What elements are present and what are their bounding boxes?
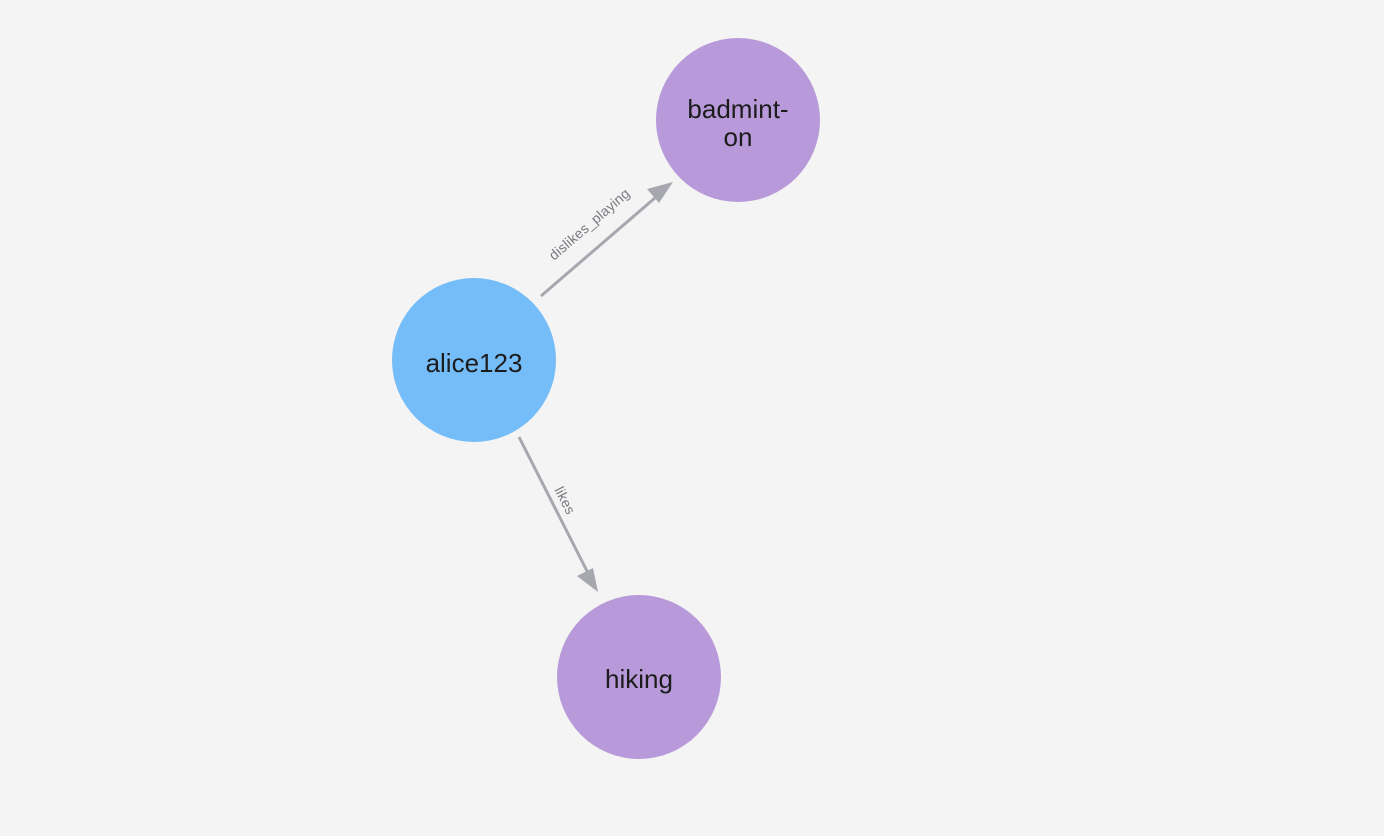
arrowhead-dislikes-playing bbox=[647, 182, 673, 203]
edge-line-likes[interactable] bbox=[517, 436, 591, 576]
node-circle-hiking[interactable] bbox=[557, 595, 721, 759]
node-hiking[interactable]: hiking bbox=[557, 595, 721, 759]
edge-line-dislikes-playing[interactable] bbox=[540, 189, 664, 298]
node-circle-badminton[interactable] bbox=[656, 38, 820, 202]
edge-label-dislikes-playing: dislikes_playing bbox=[546, 185, 633, 263]
edge-group-dislikes-playing[interactable]: dislikes_playing bbox=[540, 182, 673, 298]
node-alice123[interactable]: alice123 bbox=[392, 278, 556, 442]
node-circle-alice123[interactable] bbox=[392, 278, 556, 442]
arrowhead-likes bbox=[577, 568, 598, 592]
edge-group-likes[interactable]: likes bbox=[517, 436, 598, 592]
node-badminton[interactable]: badmint- on bbox=[656, 38, 820, 202]
